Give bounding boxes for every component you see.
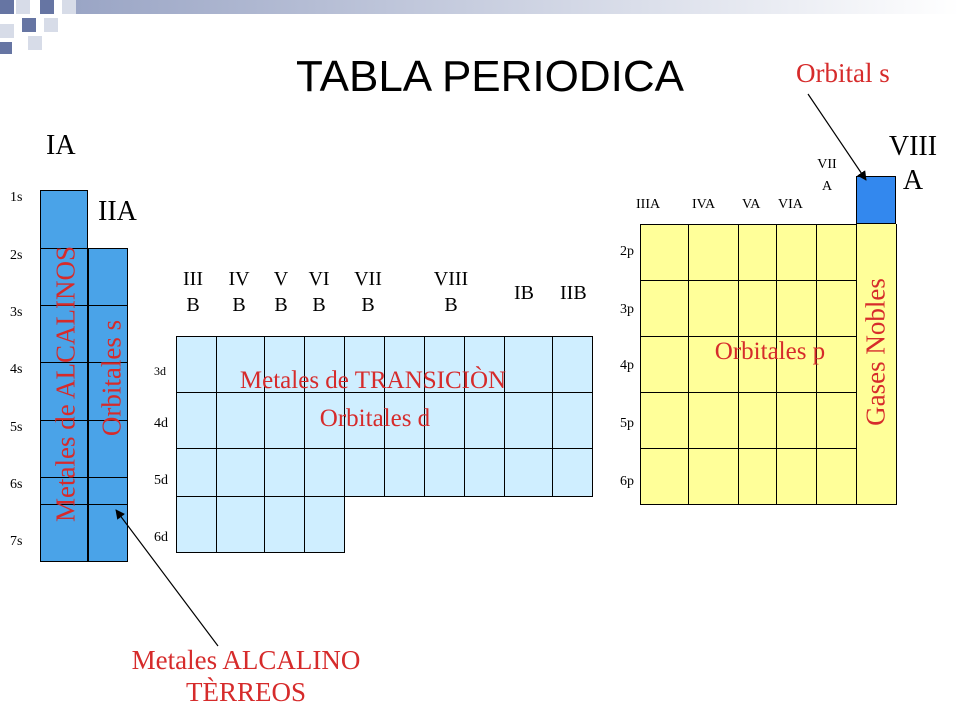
d-block-cell <box>384 448 425 497</box>
alkaline-earth-annotation-line1: Metales ALCALINO <box>131 645 361 675</box>
p-period-label: 6p <box>620 474 634 489</box>
group-ib-label: IB <box>514 282 534 304</box>
p-block-cell <box>688 448 739 505</box>
group-via-label: VIA <box>778 197 803 212</box>
p-period-label: 5p <box>620 416 634 431</box>
s-block-row-line <box>40 362 128 363</box>
p-block-cell <box>640 280 689 337</box>
d-block-cell <box>552 448 593 497</box>
s-period-label: 2s <box>10 248 23 263</box>
s-block-row-line <box>40 477 128 478</box>
d-block-cell <box>264 336 305 393</box>
s-period-label: 5s <box>10 420 23 435</box>
d-block-cell <box>464 448 505 497</box>
d-block-cell <box>176 448 217 497</box>
d-period-label: 6d <box>154 530 168 545</box>
p-block-cell <box>640 224 689 281</box>
d-block-cell <box>176 496 217 553</box>
group-vb-label: V B <box>273 268 289 316</box>
orbital-s-arrow <box>807 93 867 181</box>
p-block-cell <box>856 224 897 281</box>
alkaline-earth-annotation-line2: TÈRREOS <box>185 677 306 707</box>
group-vib-label: VI B <box>308 268 330 316</box>
d-block-cell <box>304 448 345 497</box>
p-period-label: 3p <box>620 302 634 317</box>
group-viib-label: VII B <box>354 268 382 316</box>
orbital-s-annotation: Orbital s <box>796 58 890 88</box>
group-iib-label: IIB <box>560 282 587 304</box>
d-block-cell <box>216 496 265 553</box>
p-block-cell <box>776 448 817 505</box>
group-ia-label: IA <box>46 130 76 161</box>
d-block-cell <box>384 336 425 393</box>
d-block-cell <box>304 392 345 449</box>
d-block-cell <box>344 392 385 449</box>
s-block-row-line <box>40 305 128 306</box>
p-period-label: 2p <box>620 244 634 259</box>
p-block-cell <box>816 448 857 505</box>
p-block-cell <box>738 392 777 449</box>
alkaline-earth-arrow <box>115 509 219 647</box>
s-period-label: 7s <box>10 534 23 549</box>
s-block-row-line <box>40 248 128 249</box>
group-viiib-label: VIII B <box>433 268 469 316</box>
p-block-cell <box>816 336 857 393</box>
transition-metals-label: Metales de TRANSICIÒN <box>239 367 507 394</box>
helium-cell <box>856 176 896 224</box>
group-va-label: VA <box>742 197 761 212</box>
group-viiia-label: VIII A <box>888 131 938 196</box>
p-period-label: 4p <box>620 358 634 373</box>
d-period-label: 4d <box>154 416 168 431</box>
s-block-row-line <box>40 420 128 421</box>
group-iiia-label: IIIA <box>636 197 661 212</box>
s-period-label: 3s <box>10 305 23 320</box>
d-period-label: 5d <box>154 473 168 488</box>
page-title: TABLA PERIODICA <box>296 52 684 101</box>
p-block-cell <box>776 280 817 337</box>
group-viia-label: VII A <box>817 157 837 194</box>
orbitales-p-label: Orbitales p <box>714 338 826 365</box>
d-block-cell <box>464 336 505 393</box>
s-period-label: 1s <box>10 190 23 205</box>
p-block-cell <box>856 392 897 449</box>
group-ivb-label: IV B <box>228 268 250 316</box>
alkaline-earth-annotation: Metales ALCALINO TÈRREOS <box>96 644 396 708</box>
d-block-cell <box>552 336 593 393</box>
d-block-cell <box>264 496 305 553</box>
group-iva-label: IVA <box>692 197 716 212</box>
d-period-label: 3d <box>154 364 166 378</box>
s-period-label: 4s <box>10 362 23 377</box>
p-block-cell <box>776 336 817 393</box>
alkali-metals-column <box>40 190 88 562</box>
d-block-cell <box>304 496 345 553</box>
p-block-cell <box>688 280 739 337</box>
p-block-cell <box>856 448 897 505</box>
group-iia-label: IIA <box>98 196 137 227</box>
d-block-cell <box>504 448 553 497</box>
p-block-cell <box>640 448 689 505</box>
p-block-cell <box>816 224 857 281</box>
s-block-row-line <box>40 504 128 505</box>
p-block-cell <box>856 280 897 337</box>
group-iiib-label: III B <box>183 268 203 316</box>
d-block-cell <box>424 448 465 497</box>
orbitales-d-label: Orbitales d <box>319 405 431 432</box>
p-block-cell <box>856 336 897 393</box>
s-period-label: 6s <box>10 477 23 492</box>
p-block-cell <box>738 448 777 505</box>
p-block-cell <box>688 392 739 449</box>
